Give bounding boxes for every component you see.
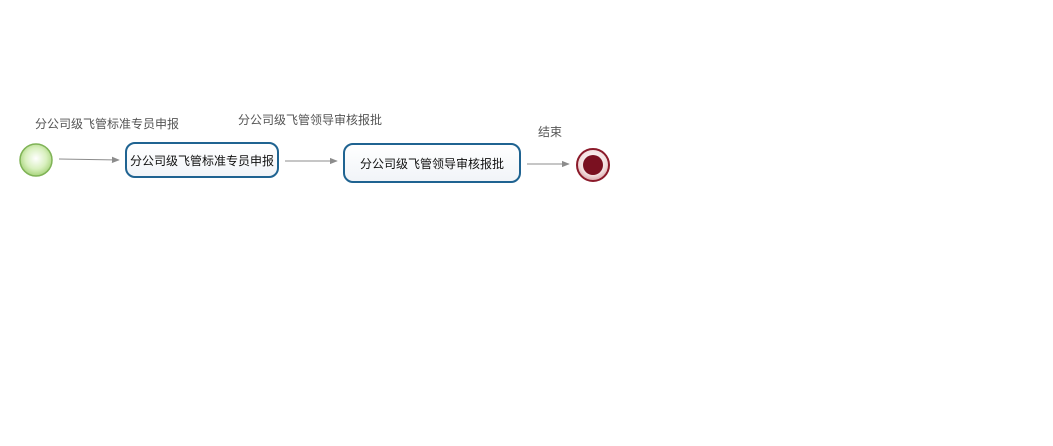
task-submit-label: 分公司级飞管标准专员申报 (129, 153, 274, 168)
task-submit[interactable]: 分公司级飞管标准专员申报 (125, 142, 279, 178)
start-event[interactable] (19, 143, 53, 177)
flow-label-submit: 分公司级飞管标准专员申报 (35, 117, 180, 131)
end-event[interactable] (576, 148, 610, 182)
task-review-label: 分公司级飞管领导审核报批 (359, 156, 504, 171)
flow-label-review: 分公司级飞管领导审核报批 (238, 113, 383, 127)
flow-label-end: 结束 (538, 125, 563, 139)
flow-arrow-start-to-task1[interactable] (58, 156, 120, 164)
task-review[interactable]: 分公司级飞管领导审核报批 (343, 143, 521, 183)
